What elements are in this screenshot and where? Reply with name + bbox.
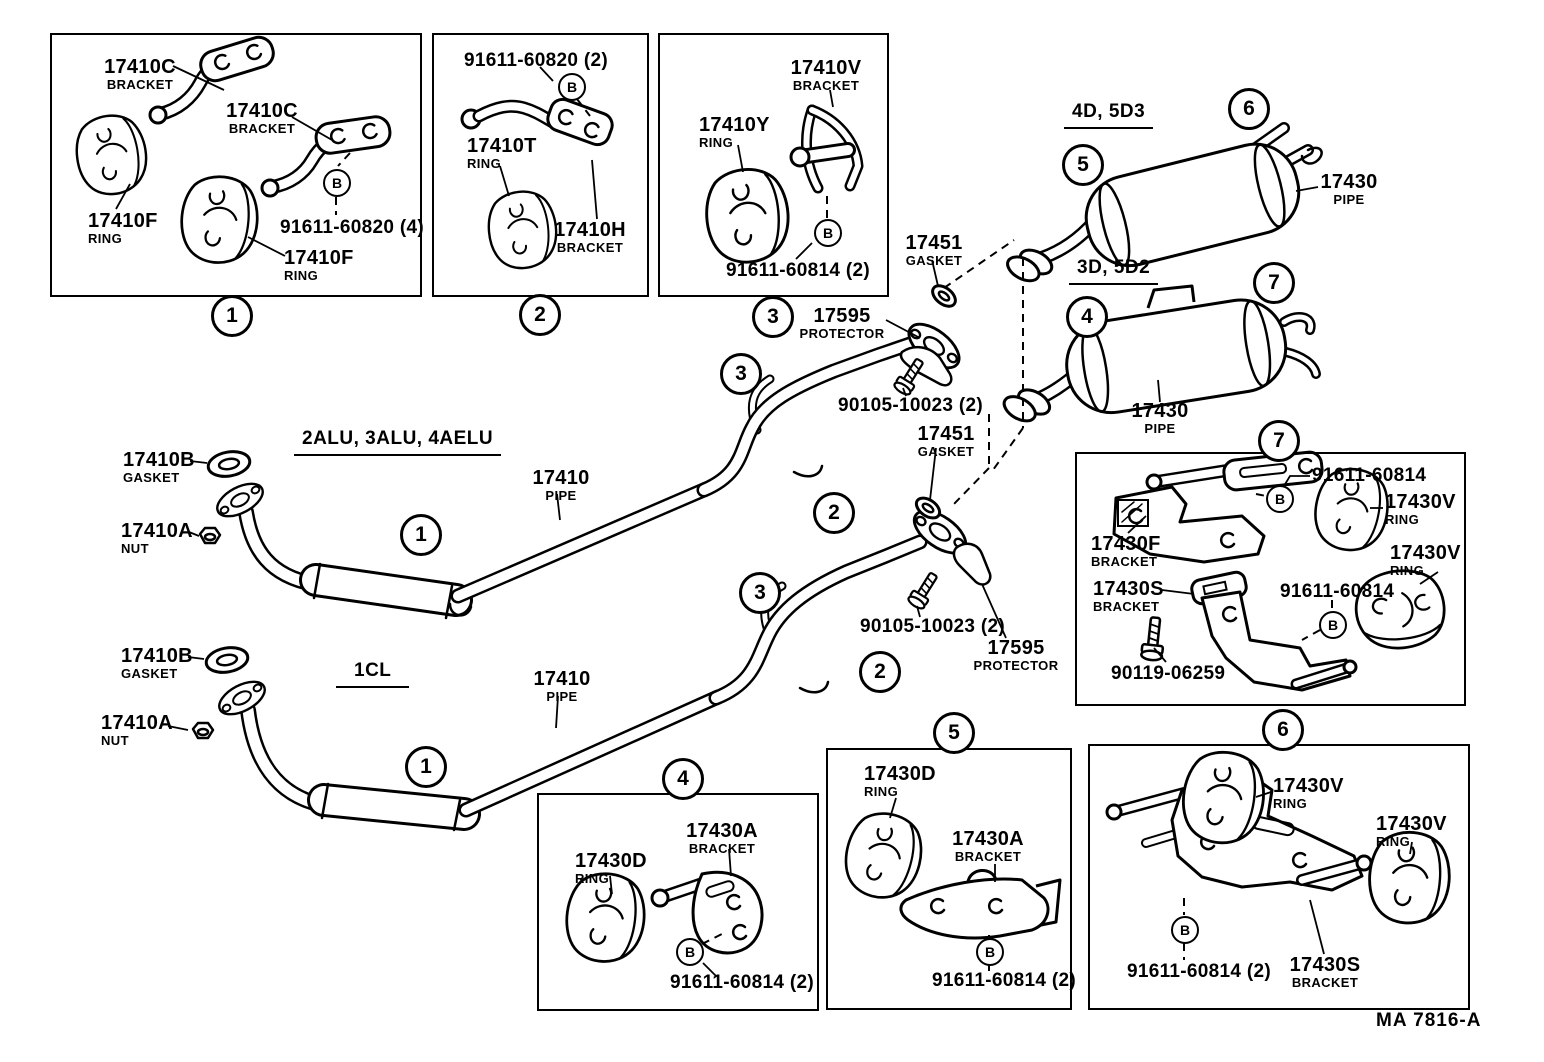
fastener-symbol-b: B <box>558 73 586 101</box>
part-label-90105-2: 90105-10023 (2) <box>860 616 1005 637</box>
callout-circle-5: 5 <box>1062 144 1104 186</box>
part-label-91611-60814-b4: 91611-60814 (2) <box>670 972 814 993</box>
callout-circle-2: 2 <box>813 492 855 534</box>
part-label-91611-60814-b7a: 91611-60814 <box>1312 465 1427 486</box>
hanger-kit-1-art <box>70 35 392 268</box>
construction-dashes <box>943 239 1024 505</box>
fastener-symbol-b: B <box>1319 611 1347 639</box>
fastener-symbol-b: B <box>1171 916 1199 944</box>
callout-circle-6: 6 <box>1228 88 1270 130</box>
front-pipe-upper-art <box>188 259 968 620</box>
part-label-91611-60820-4: 91611-60820 (4) <box>280 217 424 238</box>
part-label-90105-1: 90105-10023 (2) <box>838 395 983 416</box>
fastener-symbol-b: B <box>676 938 704 966</box>
callout-circle-3: 3 <box>720 353 762 395</box>
callout-circle-3: 3 <box>739 572 781 614</box>
muffler-3d5d2-art <box>1002 284 1321 423</box>
part-label-90119-06259: 90119-06259 <box>1111 663 1226 684</box>
detail-box-2 <box>432 33 649 297</box>
callout-circle-7: 7 <box>1258 420 1300 462</box>
hanger-kit-7-art <box>1112 450 1449 692</box>
callout-circle-4: 4 <box>662 758 704 800</box>
hanger-kit-3-art <box>702 89 864 266</box>
engine-variant-heading: 1CL <box>336 660 410 688</box>
callout-circle-2: 2 <box>519 294 561 336</box>
callout-circle-3: 3 <box>752 296 794 338</box>
callout-circle-1: 1 <box>400 514 442 556</box>
callout-circle-5: 5 <box>933 712 975 754</box>
callout-circle-6: 6 <box>1262 709 1304 751</box>
fastener-symbol-b: B <box>976 938 1004 966</box>
hanger-kit-2-art <box>460 66 614 273</box>
hanger-kit-4-art <box>559 848 764 977</box>
hanger-kit-5-art <box>835 797 1062 971</box>
body-variant-heading: 4D, 5D3 <box>1064 101 1154 129</box>
fastener-symbol-b: B <box>814 219 842 247</box>
muffler-4d5d3-art <box>1006 122 1323 283</box>
fastener-symbol-b: B <box>323 169 351 197</box>
hanger-kit-6-art <box>1105 744 1455 960</box>
doc-code: MA 7816-A <box>1376 1010 1482 1031</box>
callout-circle-2: 2 <box>859 651 901 693</box>
callout-circle-1: 1 <box>211 295 253 337</box>
callout-circle-4: 4 <box>1066 296 1108 338</box>
part-label-91611-60814-b5: 91611-60814 (2) <box>932 970 1076 991</box>
fastener-symbol-b: B <box>1266 485 1294 513</box>
body-variant-heading: 3D, 5D2 <box>1069 257 1159 285</box>
part-label-91611-60820-2: 91611-60820 (2) <box>464 50 608 71</box>
part-label-91611-60814-box3: 91611-60814 (2) <box>726 260 870 281</box>
part-label-91611-60814-b7b: 91611-60814 <box>1280 581 1395 602</box>
part-label-91611-60814-b6: 91611-60814 (2) <box>1127 961 1271 982</box>
callout-circle-1: 1 <box>405 746 447 788</box>
engine-variant-heading: 2ALU, 3ALU, 4AELU <box>294 428 502 456</box>
callout-circle-7: 7 <box>1253 262 1295 304</box>
